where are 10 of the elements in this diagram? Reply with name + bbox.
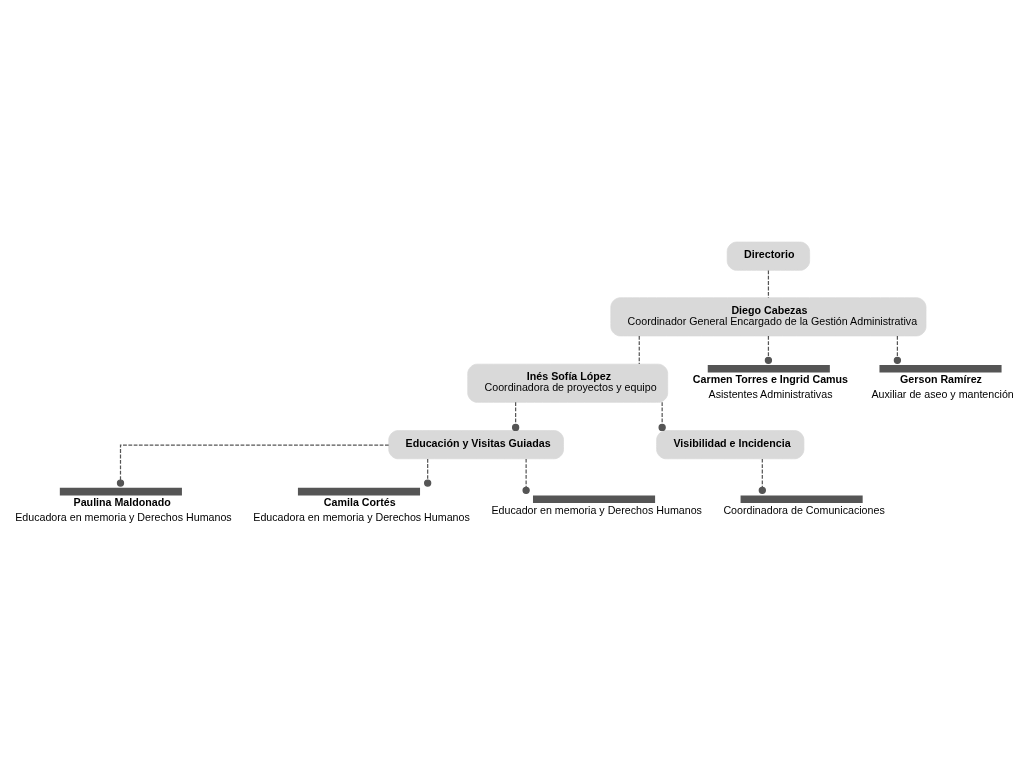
- node-label: Paulina Maldonado: [73, 495, 171, 508]
- node-label: Educador en memoria y Derechos Humanos: [491, 503, 702, 516]
- node-label: Camila Cortés: [323, 495, 396, 508]
- node-label: Carmen Torres e Ingrid Camus: [692, 372, 849, 385]
- node-label: Asistentes Administrativas: [708, 387, 833, 400]
- node-label: Coordinadora de Comunicaciones: [723, 503, 885, 516]
- node-label: Auxiliar de aseo y mantención: [871, 387, 1014, 400]
- node-label: Educadora en memoria y Derechos Humanos: [253, 510, 470, 523]
- node-label: Educadora en memoria y Derechos Humanos: [15, 510, 232, 523]
- node-label: Gerson Ramírez: [900, 372, 982, 385]
